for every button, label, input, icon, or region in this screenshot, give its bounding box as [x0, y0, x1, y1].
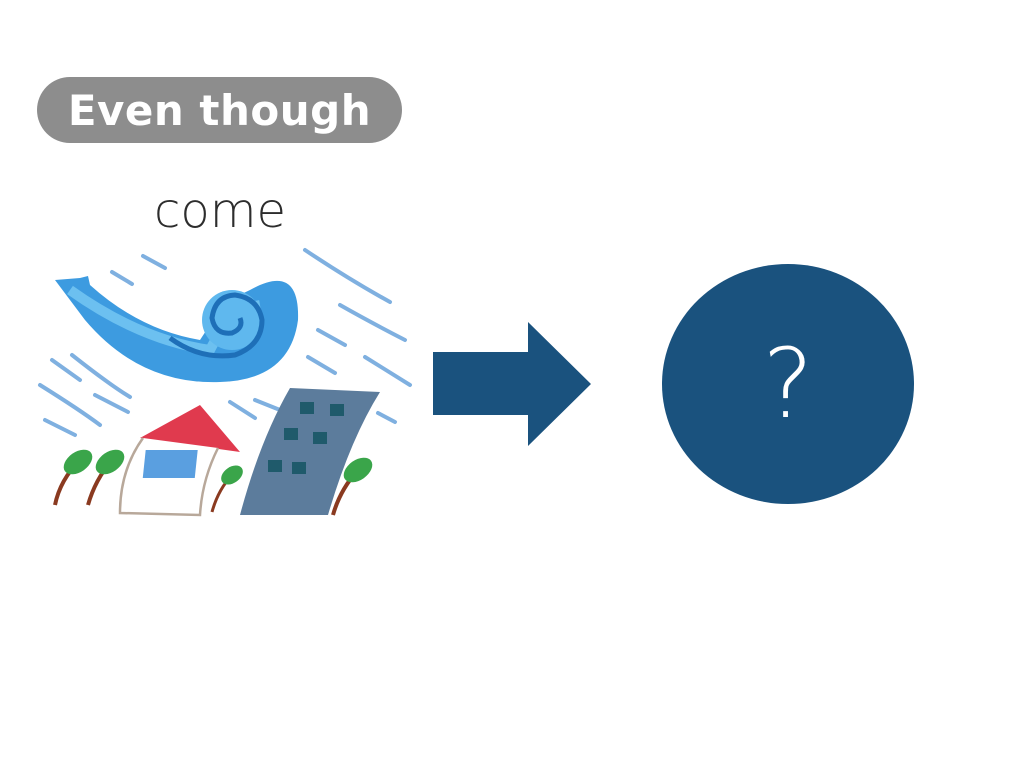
- keyword-text: come: [153, 183, 287, 239]
- question-mark: ?: [762, 328, 814, 440]
- result-circle: [662, 264, 914, 504]
- typhoon-illustration: [38, 248, 412, 517]
- label-pill: Even though: [37, 77, 402, 143]
- tree-icons: [53, 449, 373, 516]
- right-arrow-icon: [433, 322, 591, 446]
